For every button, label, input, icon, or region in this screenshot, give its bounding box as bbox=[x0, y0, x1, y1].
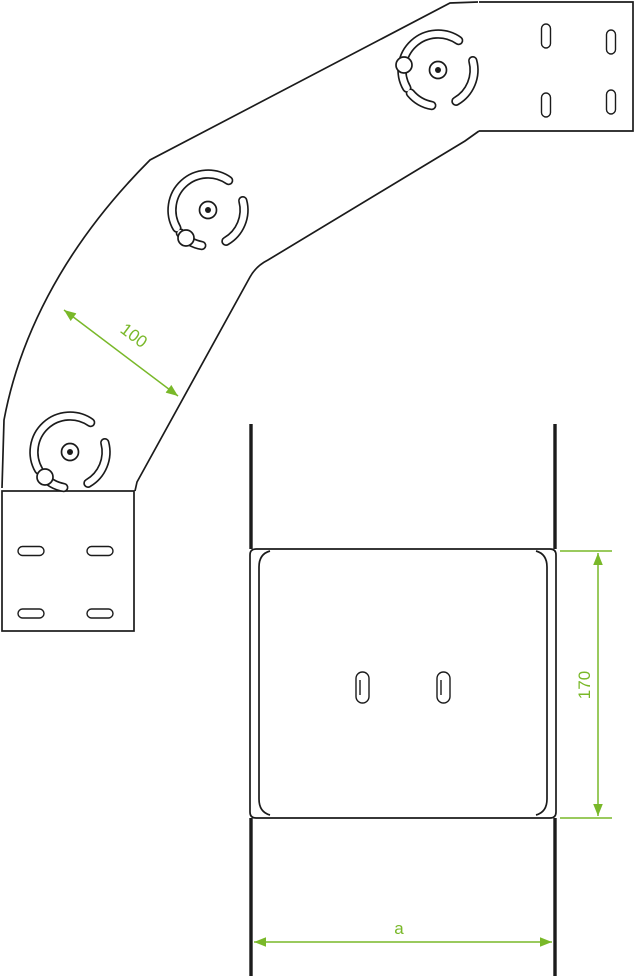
coupler-outline bbox=[249, 548, 557, 819]
plate-slot bbox=[605, 89, 617, 115]
dimension-100: 100 bbox=[63, 309, 179, 397]
plate-slot bbox=[17, 545, 45, 557]
hinge-arc-slots bbox=[397, 29, 479, 111]
coupler-hem-left bbox=[258, 550, 271, 816]
hinge-pin-hole bbox=[395, 56, 413, 74]
hinge-center-dot bbox=[205, 207, 211, 213]
dimension-170: 170 bbox=[560, 550, 612, 819]
end-plate-bottom-left bbox=[1, 490, 135, 632]
hinge-center-dot bbox=[435, 67, 441, 73]
plate-slot bbox=[605, 29, 617, 55]
plate-slot bbox=[17, 608, 45, 619]
hinge-joint-3 bbox=[29, 411, 111, 493]
bend-body bbox=[1, 1, 480, 492]
hinge-pin-hole bbox=[177, 229, 195, 247]
coupler-hem-right bbox=[535, 550, 548, 816]
coupler-slot bbox=[436, 671, 451, 704]
plate-slot bbox=[540, 23, 552, 49]
dimension-line bbox=[63, 309, 179, 397]
plan-view-adjustable-bend: 100 bbox=[1, 1, 634, 632]
plate-slot bbox=[86, 545, 114, 557]
plate-slot bbox=[86, 608, 114, 619]
bend-inner-edge bbox=[134, 130, 480, 492]
hinge-center-dot bbox=[67, 449, 73, 455]
coupler-slot bbox=[355, 671, 370, 704]
hinge-joint-2 bbox=[167, 169, 249, 251]
hinge-joint-1 bbox=[395, 29, 479, 111]
dimension-label-a: a bbox=[394, 919, 404, 938]
dimension-label-height: 170 bbox=[575, 671, 594, 699]
end-plate-top-right-outline bbox=[479, 1, 634, 132]
coupler-body bbox=[249, 548, 557, 819]
bend-outer-edge bbox=[1, 1, 479, 489]
end-plate-top-right bbox=[479, 1, 634, 132]
dimension-label-width: 100 bbox=[117, 319, 151, 351]
plate-slot bbox=[540, 92, 552, 118]
dimension-a: a bbox=[254, 919, 552, 947]
hinge-pin-hole bbox=[36, 468, 54, 486]
end-plate-bottom-left-outline bbox=[1, 490, 135, 632]
section-view: 170 a bbox=[249, 424, 612, 976]
